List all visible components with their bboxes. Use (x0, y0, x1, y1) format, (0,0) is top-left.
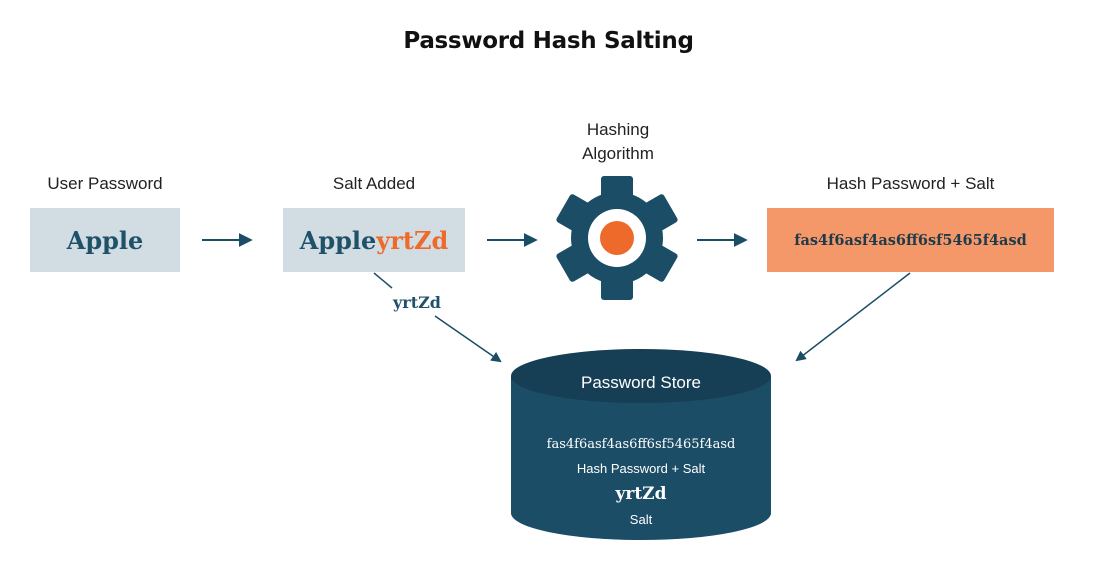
store-hash-label: Hash Password + Salt (576, 461, 706, 476)
store-salt-value: yrtZd (615, 484, 667, 504)
hash-output-value: fas4f6asf4as6ff6sf5465f4asd (794, 231, 1027, 249)
user-password-label: User Password (47, 174, 163, 193)
arrow-salt-to-store (434, 315, 502, 363)
salt-connector-line (373, 272, 393, 289)
salted-password-base: Apple (299, 225, 377, 255)
user-password-box: Apple (30, 208, 180, 272)
password-store-cylinder (511, 349, 771, 540)
hash-password-salt-label: Hash Password + Salt (826, 174, 995, 193)
salt-added-label: Salt Added (332, 174, 416, 193)
hashing-algorithm-label-line1: Hashing (586, 120, 650, 139)
password-store-title: Password Store (581, 373, 701, 392)
diagram-title: Password Hash Salting (403, 28, 694, 54)
salted-password-value: AppleyrtZd (300, 226, 449, 255)
salted-password-salt: yrtZd (376, 225, 449, 255)
hash-output-box: fas4f6asf4as6ff6sf5465f4asd (767, 208, 1054, 272)
user-password-value: Apple (66, 225, 144, 255)
store-hash-value: fas4f6asf4as6ff6sf5465f4asd (546, 437, 736, 452)
hashing-algorithm-label-line2: Algorithm (582, 144, 654, 163)
salt-branch-value: yrtZd (393, 293, 441, 312)
salt-added-box: AppleyrtZd (283, 208, 465, 272)
gear-icon (556, 176, 678, 300)
arrow-hash-to-store (795, 272, 911, 362)
store-salt-label: Salt (629, 512, 653, 527)
